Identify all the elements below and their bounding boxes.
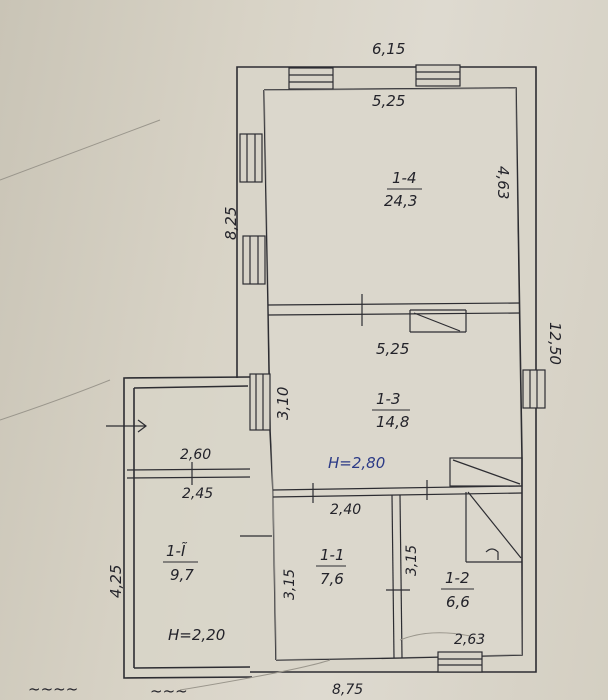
room-area: 24,3 (384, 192, 417, 210)
room-id: 1-2 (445, 569, 470, 587)
room-id: 1-4 (392, 169, 417, 187)
dim-annex-left: 4,25 (107, 565, 125, 598)
room-area: 7,6 (320, 570, 344, 588)
height-annex: H=2,20 (168, 626, 225, 644)
dim-room11-top: 2,40 (330, 502, 361, 518)
dim-top-inner: 5,25 (372, 92, 405, 110)
window-top-left (288, 67, 334, 90)
dim-right-main: 4,63 (494, 166, 512, 199)
room-area: 14,8 (376, 413, 409, 431)
height-main: H=2,80 (328, 454, 385, 472)
room-area: 9,7 (170, 566, 194, 584)
window-right (522, 369, 546, 409)
room-area: 6,6 (446, 593, 470, 611)
room-id: 1-3 (376, 390, 401, 408)
dim-room11-left: 3,15 (282, 569, 298, 600)
dim-annex-top-outer: 2,60 (180, 447, 211, 463)
dim-room13-height: 3,10 (274, 387, 292, 420)
partition-14-13 (267, 294, 521, 333)
dim-room11-right: 3,15 (404, 545, 420, 576)
dim-annex-top-inner: 2,45 (182, 486, 213, 502)
main-walls (236, 66, 537, 673)
annex-walls (106, 376, 272, 679)
scribble-middle: ~~~ (150, 682, 188, 700)
dim-top-outer: 6,15 (372, 40, 405, 58)
room-label-1-1: 1-1 7,6 (316, 546, 346, 588)
window-left-mid (249, 373, 271, 431)
partition-13-lower (272, 457, 523, 503)
scribble-left: ~~~~ (28, 680, 78, 698)
window-left-lower (242, 235, 266, 285)
room-label-1-4: 1-4 24,3 (384, 169, 422, 210)
room-label-1-3: 1-3 14,8 (372, 390, 410, 431)
dim-bottom-total: 8,75 (332, 682, 363, 698)
dim-left-upper: 8,25 (222, 207, 240, 240)
room-label-annex: 1-Ĩ 9,7 (163, 541, 198, 584)
window-left-upper (239, 133, 263, 183)
window-top-right (415, 64, 461, 87)
windows (239, 64, 546, 673)
window-bottom (437, 651, 483, 673)
dim-room12-bottom: 2,63 (454, 632, 485, 648)
room-label-1-2: 1-2 6,6 (441, 569, 474, 611)
pencil-marks (0, 119, 471, 691)
dim-right-total: 12,50 (546, 322, 564, 365)
partition-11-12 (386, 491, 522, 659)
dim-mid-partition: 5,25 (376, 340, 409, 358)
room-id: 1-Ĩ (166, 541, 188, 560)
room-id: 1-1 (320, 546, 345, 564)
